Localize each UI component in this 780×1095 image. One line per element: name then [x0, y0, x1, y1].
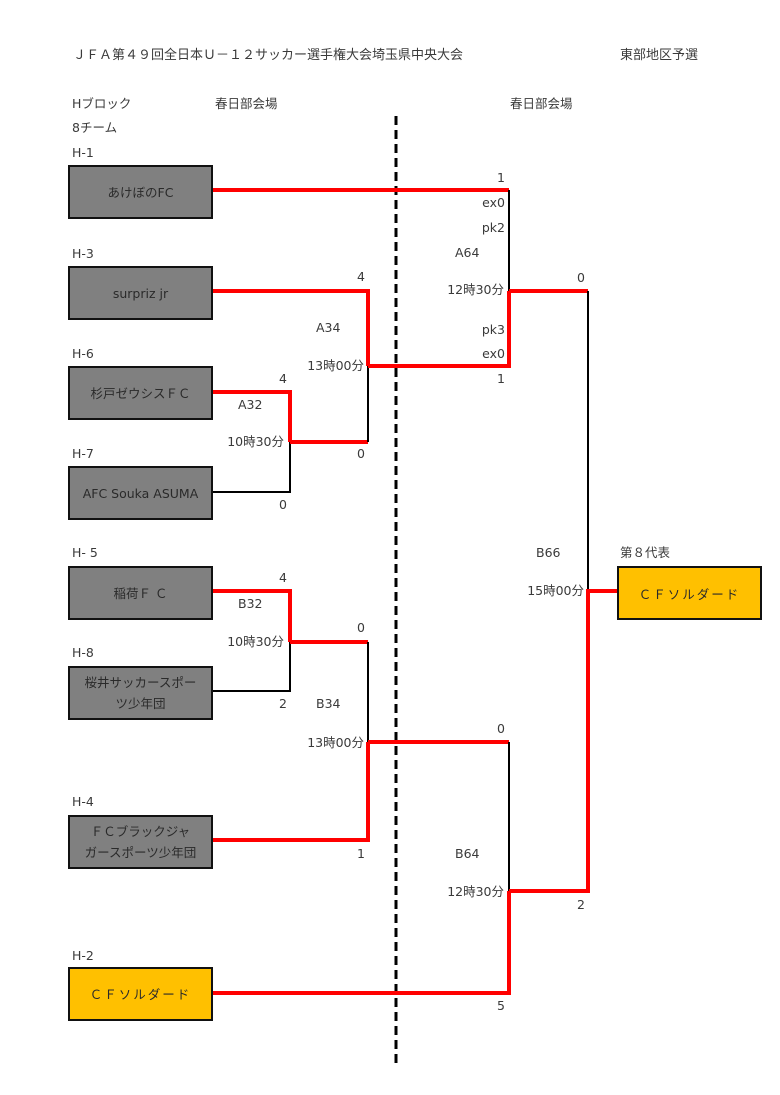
line-b64-b66: [509, 589, 617, 893]
match-time-b34: 13時00分: [307, 735, 364, 750]
team-name: AFC Souka ASUMA: [82, 485, 199, 501]
score-b64-bottom: 5: [497, 998, 505, 1013]
tournament-title: ＪＦＡ第４９回全日本Ｕ－１２サッカー選手権大会埼玉県中央大会: [73, 48, 464, 63]
champion-name: ＣＦソルダード: [638, 586, 741, 602]
match-time-a32: 10時30分: [227, 434, 284, 449]
ex-a64-bottom: ex0: [482, 346, 505, 361]
line-h7-a32: [211, 442, 291, 493]
team-name: あけぼのFC: [107, 184, 174, 200]
pk-a64-bottom: pk3: [481, 322, 505, 337]
seed-label: H-7: [72, 446, 94, 461]
team-box-h2: ＣＦソルダード: [68, 967, 213, 1021]
match-id-a32: A32: [238, 397, 263, 412]
venue-right: 春日部会場: [510, 96, 573, 111]
team-name: ＣＦソルダード: [89, 986, 192, 1002]
seed-label: H-8: [72, 645, 94, 660]
team-box-h1: あけぼのFC: [68, 165, 213, 219]
score-b34-bottom: 1: [357, 846, 365, 861]
score-a32-bottom: 0: [279, 497, 287, 512]
block-name: Hブロック: [72, 96, 132, 111]
score-a34-top: 4: [357, 269, 365, 284]
line-h3-a34: [211, 289, 370, 366]
venue-left: 春日部会場: [215, 96, 278, 111]
match-id-a34: A34: [316, 320, 341, 335]
match-id-b34: B34: [316, 696, 341, 711]
line-h4-b34: [211, 742, 370, 842]
team-name-line: ガースポーツ少年団: [84, 845, 197, 860]
score-b66-bottom: 2: [577, 897, 585, 912]
team-name-line: ツ少年団: [115, 696, 166, 711]
line-h6-a32: [211, 390, 292, 442]
seed-label: H- 5: [72, 545, 98, 560]
line-h2-b64: [211, 891, 511, 995]
team-name-line: ＦＣブラックジャ: [90, 824, 191, 839]
seed-label: H-1: [72, 145, 94, 160]
line-h8-b32: [211, 642, 291, 692]
match-time-a34: 13時00分: [307, 358, 364, 373]
team-box-h7: AFC Souka ASUMA: [68, 466, 213, 520]
score-b32-bottom: 2: [279, 696, 287, 711]
ex-a64-top: ex0: [482, 195, 505, 210]
match-time-b64: 12時30分: [447, 884, 504, 899]
seed-label: H-4: [72, 794, 94, 809]
score-b64-top: 0: [497, 721, 505, 736]
team-name: 杉戸ゼウシスＦＣ: [90, 385, 191, 401]
team-box-h6: 杉戸ゼウシスＦＣ: [68, 366, 213, 420]
score-a64-bottom: 1: [497, 371, 505, 386]
match-id-b32: B32: [238, 596, 263, 611]
score-b34-top: 0: [357, 620, 365, 635]
score-a64-top: 1: [497, 170, 505, 185]
match-id-b64: B64: [455, 846, 480, 861]
team-box-h5: 稲荷Ｆ Ｃ: [68, 566, 213, 620]
team-box-h8: 桜井サッカースポー ツ少年団: [68, 666, 213, 720]
pk-a64-top: pk2: [481, 220, 505, 235]
team-name: surpriz jr: [112, 285, 169, 301]
line-h5-b32: [211, 589, 292, 642]
match-time-b66: 15時00分: [527, 583, 584, 598]
seed-label: H-6: [72, 346, 94, 361]
champion-box: ＣＦソルダード: [617, 566, 762, 620]
score-b66-top: 0: [577, 270, 585, 285]
seed-label: H-3: [72, 246, 94, 261]
match-id-a64: A64: [455, 245, 480, 260]
team-name-line: 桜井サッカースポー: [84, 675, 197, 690]
score-a34-bottom: 0: [357, 446, 365, 461]
teams-count: 8チーム: [72, 120, 118, 135]
team-name: 稲荷Ｆ Ｃ: [113, 585, 168, 601]
line-a34-a64: [368, 291, 511, 368]
score-b32-top: 4: [279, 570, 287, 585]
region-label: 東部地区予選: [620, 48, 699, 63]
seed-label: H-2: [72, 948, 94, 963]
score-a32-top: 4: [279, 371, 287, 386]
match-time-a64: 12時30分: [447, 282, 504, 297]
match-id-b66: B66: [536, 545, 561, 560]
champion-label: 第８代表: [620, 545, 671, 560]
team-box-h4: ＦＣブラックジャ ガースポーツ少年団: [68, 815, 213, 869]
team-box-h3: surpriz jr: [68, 266, 213, 320]
match-time-b32: 10時30分: [227, 634, 284, 649]
